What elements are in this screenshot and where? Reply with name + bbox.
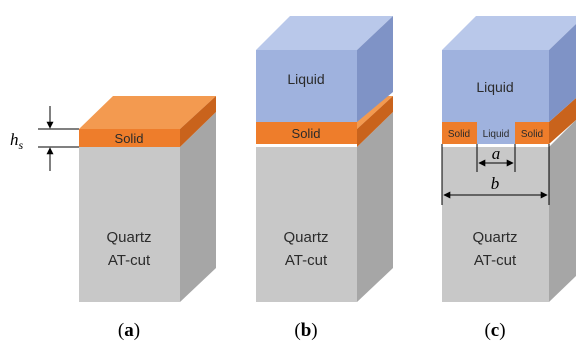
solid-side-a	[180, 96, 216, 147]
panel-b: Liquid Solid Quartz AT-cut (b)	[256, 16, 393, 341]
caption-b-letter: b	[301, 320, 312, 341]
quartz-label-b-line1: Quartz	[283, 229, 328, 246]
solid-label-a: Solid	[115, 131, 144, 146]
liquid-side-c	[549, 24, 576, 122]
caption-c: (c)	[484, 320, 505, 341]
solid-top-a	[79, 96, 216, 129]
liquid-front-b	[256, 50, 357, 122]
solid-left-front-c	[442, 122, 477, 144]
quartz-side-c	[549, 120, 576, 302]
caption-a-letter: a	[124, 320, 134, 341]
quartz-side-b	[357, 112, 393, 302]
caption-c-letter: c	[491, 320, 499, 341]
liquid-label-c: Liquid	[476, 79, 513, 95]
solid-side-b	[357, 96, 393, 147]
liquid-gap-label-c: Liquid	[483, 129, 510, 140]
liquid-top-c	[442, 16, 576, 50]
quartz-label-c-line2: AT-cut	[474, 252, 517, 269]
liquid-front-c	[442, 50, 549, 122]
solid-right-label-c: Solid	[521, 129, 543, 140]
quartz-front-a	[79, 147, 180, 302]
quartz-label-a-line1: Quartz	[106, 229, 151, 246]
liquid-gap-front-c	[477, 122, 515, 144]
thickness-symbol: hs	[10, 130, 24, 152]
thickness-symbol-h: h	[10, 130, 19, 149]
solid-label-b: Solid	[292, 126, 321, 141]
quartz-label-c-line1: Quartz	[472, 229, 517, 246]
liquid-label-b: Liquid	[287, 71, 324, 87]
dim-b-label: b	[491, 174, 500, 193]
liquid-side-b	[357, 16, 393, 122]
solid-front-a	[79, 129, 180, 147]
quartz-front-c	[442, 147, 549, 302]
thickness-symbol-subscript: s	[19, 138, 24, 152]
quartz-front-b	[256, 147, 357, 302]
panel-a: Solid Quartz AT-cut hs (a)	[10, 96, 216, 341]
liquid-top-b	[256, 16, 393, 50]
caption-b: (b)	[294, 320, 317, 341]
panel-c: Liquid Solid Liquid Solid a b Quartz AT-…	[441, 16, 576, 341]
dim-a-label: a	[492, 144, 501, 163]
caption-a: (a)	[118, 320, 140, 341]
solid-left-label-c: Solid	[448, 129, 470, 140]
layer-side-c	[549, 98, 576, 144]
solid-front-b	[256, 122, 357, 144]
solid-right-front-c	[515, 122, 549, 144]
quartz-label-a-line2: AT-cut	[108, 252, 151, 269]
quartz-side-a	[180, 112, 216, 302]
quartz-label-b-line2: AT-cut	[285, 252, 328, 269]
